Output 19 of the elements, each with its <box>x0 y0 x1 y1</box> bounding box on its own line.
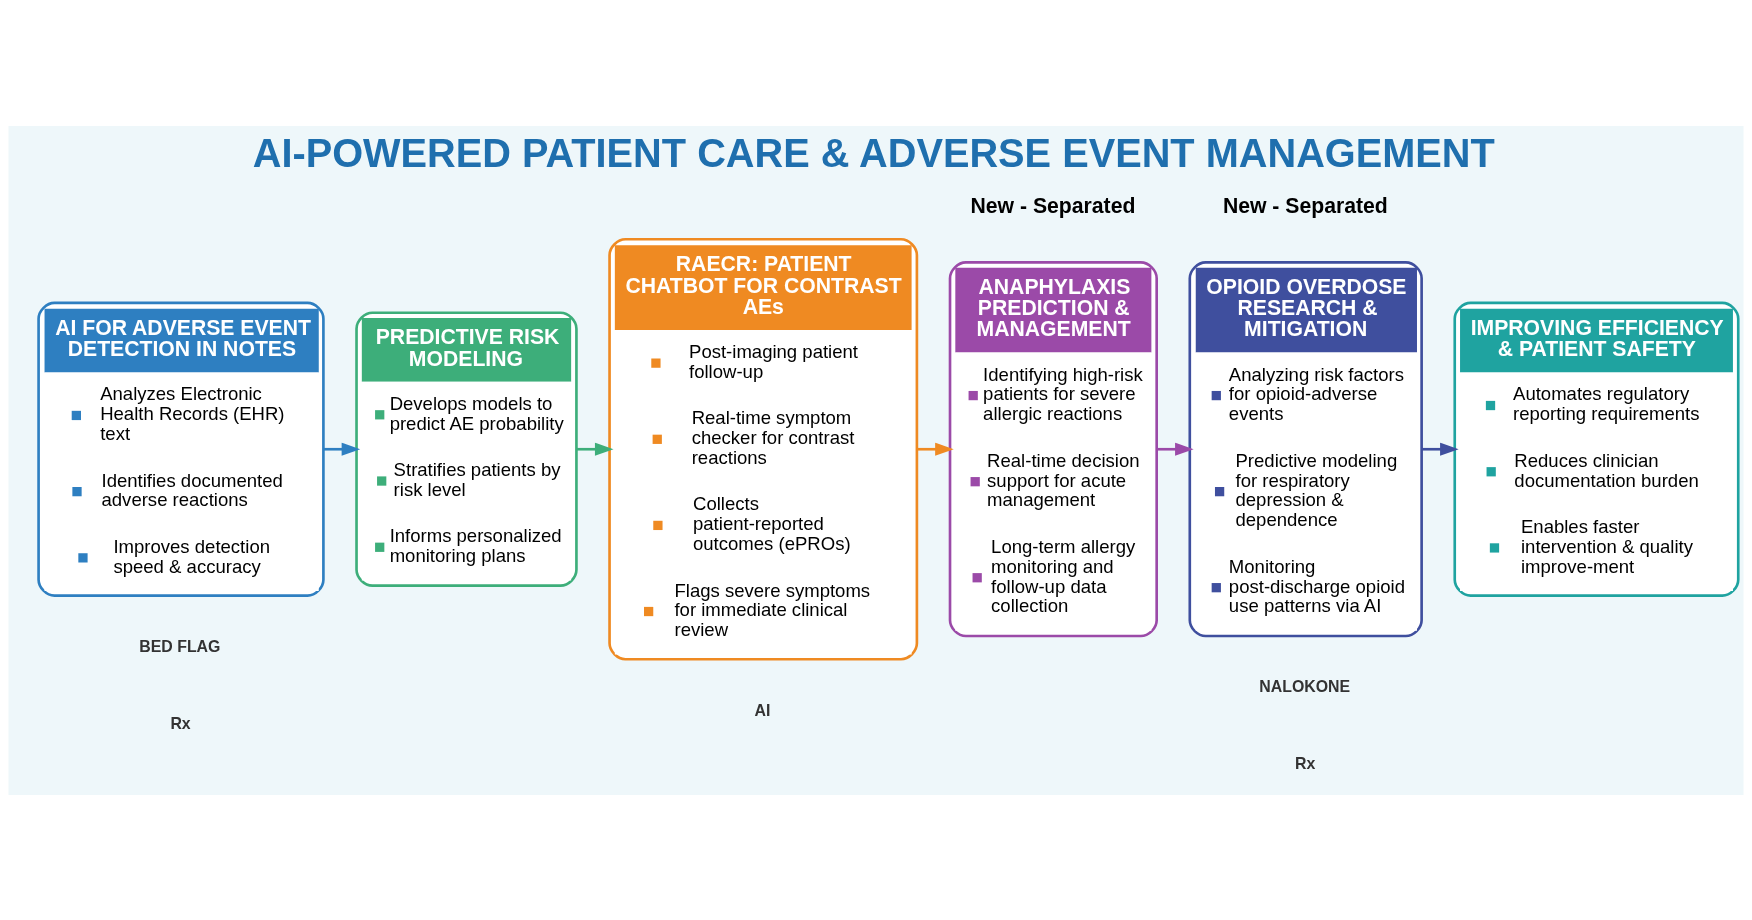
arrow <box>576 442 614 456</box>
label: AI <box>754 701 771 719</box>
node-box: IMPROVING EFFICIENCY & PATIENT SAFETY Automates regulatory reporting requirements Reduces clinician documentation burden Enables faster intervention & quality improve-ment <box>1453 301 1740 597</box>
label: Rx <box>170 714 191 732</box>
label: Rx <box>1295 754 1316 772</box>
node-box: AI FOR ADVERSE EVENT DETECTION IN NOTES Analyzes Electronic Health Records (EHR) text Identifies documented adverse reactions Improves detection speed & accuracy <box>37 301 325 597</box>
arrow <box>1156 442 1194 456</box>
arrow <box>917 442 954 456</box>
arrow <box>1421 442 1459 456</box>
node-label: New - Separated <box>970 193 1136 217</box>
label: BED FLAG <box>139 637 221 655</box>
node-box: PREDICTIVE RISK MODELING Develops models to predict AE probability Stratifies patients by risk level Informs personalized monitoring plans <box>355 310 578 587</box>
node-box: ANAPHYLAXIS PREDICTION & MANAGEMENT Identifying high-risk patients for severe allergic reactions Real-time decision support for acute management Long-term allergy monitoring and follow-up data collection <box>948 260 1158 637</box>
node-box: OPIOID OVERDOSE RESEARCH & MITIGATION Analyzing risk factors for opioid-adverse events Predictive modeling for respiratory depression & dependence Monitoring post-discharge opioid use patterns via AI <box>1188 260 1423 637</box>
label: NALOKONE <box>1259 677 1351 695</box>
diagram-title: AI-POWERED PATIENT CARE & ADVERSE EVENT MANAGEMENT <box>252 130 1495 175</box>
node-box: RAECR: PATIENT CHATBOT FOR CONTRAST AEs Post-imaging patient follow-up Real-time symptom checker for contrast reactions Collects patient-reported outcomes (ePROs) Flags severe symptoms for immediate clinical review <box>608 237 919 661</box>
arrow <box>323 442 361 456</box>
node-label: New - Separated <box>1222 193 1388 217</box>
